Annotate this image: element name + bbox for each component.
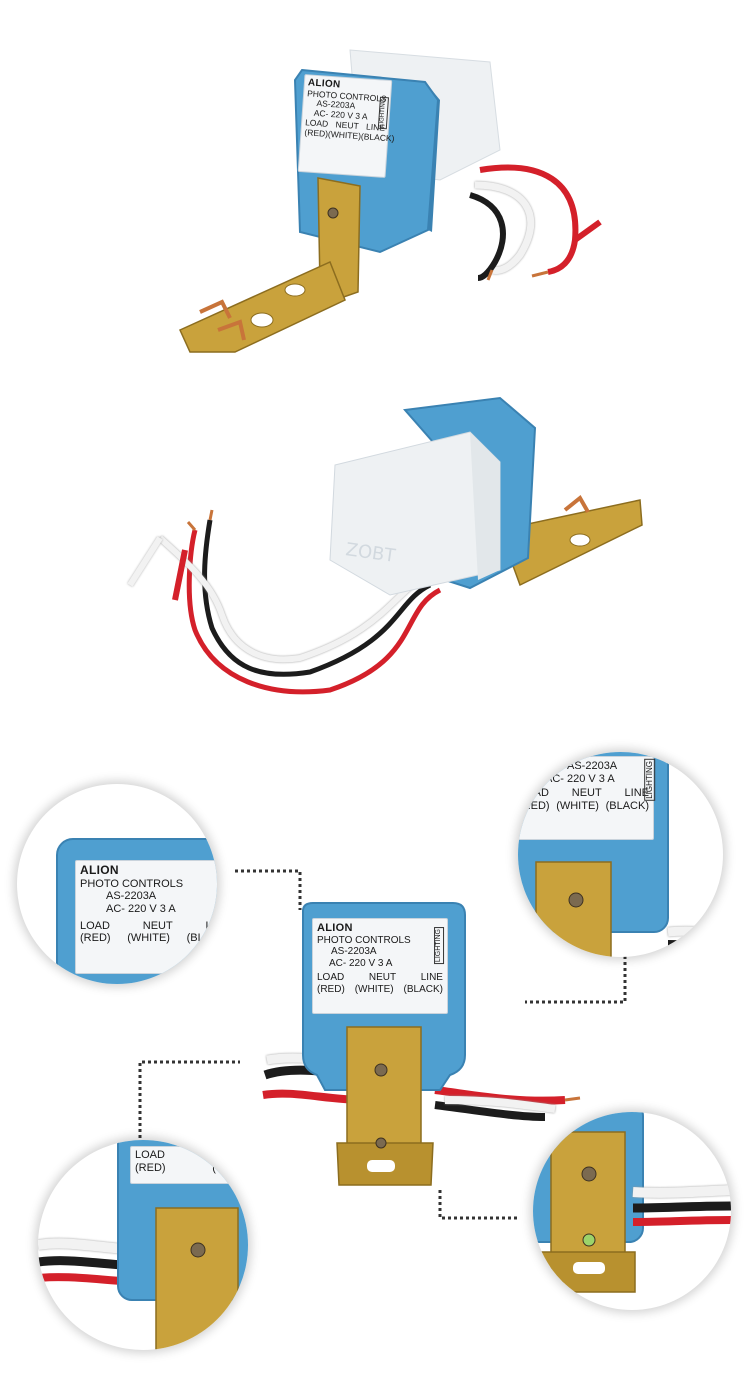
load-color: (RED) bbox=[135, 1161, 166, 1174]
zoom-wire-panel: AS-2203A AC- 220 V 3 A LOAD NEUT LINE (R… bbox=[518, 756, 655, 840]
load-color: (RED) bbox=[317, 983, 345, 995]
neut-color: (WHITE) bbox=[354, 983, 394, 995]
neut-color: (WHITE) bbox=[212, 1161, 248, 1174]
product-text: PHOTO CONTROLS bbox=[317, 934, 411, 946]
load-label: LOAD bbox=[80, 919, 110, 932]
model-text: AS-2203A bbox=[106, 890, 157, 903]
lighting-text: LIGHTING bbox=[433, 927, 444, 965]
zoom-circle-bracket-bottom bbox=[533, 1112, 731, 1310]
neut-color: (WHITE) bbox=[556, 799, 599, 812]
load-color: (RED) bbox=[304, 126, 329, 139]
line-color: (BLACK) bbox=[403, 983, 443, 995]
zoom-circle-label: ALION PHOTO CONTROLS AS-2203A AC- 220 V … bbox=[17, 784, 217, 984]
line-color: (BLACK) bbox=[605, 799, 649, 812]
zoom-circle-bracket-left: LOAD NEUT (RED) (WHITE) bbox=[38, 1140, 248, 1350]
model-text: AS-2203A bbox=[331, 946, 377, 958]
rating-text: AC- 220 V 3 A bbox=[545, 772, 615, 785]
photo-side-view: ZOBT bbox=[127, 396, 643, 695]
line-label: LINE bbox=[205, 919, 217, 932]
load-color: (RED) bbox=[519, 799, 550, 812]
neut-label: NEUT bbox=[571, 787, 602, 800]
zoom-circle-bracket-top: AS-2203A AC- 220 V 3 A LOAD NEUT LINE (R… bbox=[518, 752, 723, 957]
load-label: LOAD bbox=[519, 787, 549, 800]
neut-label: NEUT bbox=[142, 919, 173, 932]
brand-text: ALION bbox=[80, 863, 119, 877]
line-color: (BLACK) bbox=[360, 130, 395, 144]
line-label: LINE bbox=[624, 787, 649, 800]
rating-text: AC- 220 V 3 A bbox=[106, 903, 176, 916]
lighting-text: LIGHTING bbox=[378, 96, 390, 130]
line-color: (BLACK) bbox=[186, 932, 217, 945]
line-label: LINE bbox=[420, 972, 443, 984]
neut-color: (WHITE) bbox=[327, 128, 362, 141]
rating-text: AC- 220 V 3 A bbox=[329, 957, 393, 969]
model-text: AS-2203A bbox=[567, 760, 618, 772]
brand-text: ALION bbox=[317, 922, 353, 934]
top-label-panel: ALION PHOTO CONTROLS AS-2203A AC- 220 V … bbox=[297, 74, 395, 178]
zoom-label-panel: ALION PHOTO CONTROLS AS-2203A AC- 220 V … bbox=[75, 860, 217, 974]
photo-top-view bbox=[179, 49, 602, 353]
load-color: (RED) bbox=[80, 932, 111, 945]
load-label: LOAD bbox=[135, 1149, 165, 1161]
neut-color: (WHITE) bbox=[127, 932, 170, 945]
zoom-wire-panel-left: LOAD NEUT (RED) (WHITE) bbox=[130, 1146, 248, 1184]
neut-label: NEUT bbox=[368, 972, 397, 984]
neut-label: NEUT bbox=[225, 1149, 248, 1161]
product-text: PHOTO CONTROLS bbox=[80, 877, 184, 890]
front-label-panel: ALION PHOTO CONTROLS AS-2203A AC- 220 V … bbox=[312, 918, 448, 1014]
dotted-connectors bbox=[138, 869, 627, 1220]
lighting-text: LIGHTING bbox=[643, 759, 655, 801]
load-label: LOAD bbox=[317, 972, 345, 984]
